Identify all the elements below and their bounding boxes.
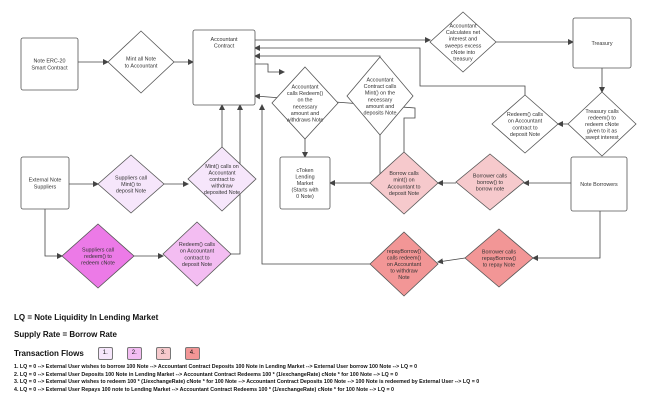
flow-1-swatch: 1. [97, 347, 113, 360]
edge-repay-withdraw-to-accountant [259, 104, 370, 265]
node-label: Treasury [591, 41, 612, 47]
edge-borrowers-to-borrower-repay [532, 211, 601, 261]
node-shape [271, 66, 339, 140]
node-shape [107, 30, 175, 94]
legend-supply-rate: Supply Rate = Borrow Rate [14, 330, 117, 339]
flow-4-swatch: 4. [184, 347, 200, 360]
node-shape [192, 29, 256, 106]
node-shape [20, 156, 70, 210]
node-note-borrowers: Note Borrowers [570, 156, 628, 212]
node-shape [369, 231, 439, 297]
node-shape [20, 37, 79, 91]
edge-deposit-to-accountant [254, 45, 526, 95]
flow-2-text: 2. LQ = 0 --> External User Deposits 100… [14, 371, 398, 378]
flow-1-text: 1. LQ = 0 --> External User wishes to bo… [14, 364, 418, 370]
legend-transaction-flows-title: Transaction Flows [14, 349, 84, 358]
node-repay-withdraw: repayBorrow()calls redeem()on Accountant… [369, 231, 439, 297]
flow-2-swatch: 2. [126, 347, 142, 360]
node-shape [279, 156, 331, 210]
legend-transaction-flows: Transaction Flows 1. 2. 3. 4. [14, 347, 200, 360]
legend-lq: LQ = Note Liquidity In Lending Market [14, 313, 159, 322]
node-shape [369, 151, 439, 215]
node-shape [572, 17, 632, 69]
node-treasury: Treasury [572, 17, 632, 69]
node-shape [464, 228, 534, 288]
node-shape [429, 11, 497, 73]
flow-3-swatch: 3. [155, 347, 171, 360]
node-shape [97, 154, 165, 214]
flow-3-text: 3. LQ = 0 --> External User wishes to re… [14, 379, 480, 386]
flow-4-text: 4. LQ = 0 --> External User Repays 100 n… [14, 386, 394, 393]
edge-redeem-calls-to-accountant [231, 104, 243, 255]
flow-descriptions: 1. LQ = 0 --> External User wishes to bo… [14, 364, 479, 394]
node-shape [570, 156, 628, 212]
node-shape [61, 223, 135, 289]
edge-acc-mint-to-ctoken [329, 135, 381, 186]
node-shape [567, 91, 637, 157]
edge-repay-to-repay-withdraw [437, 257, 466, 265]
node-shape [187, 146, 257, 212]
edge-acc-mint-to-accountant [254, 53, 381, 59]
connector-lines [44, 37, 605, 265]
node-shape [491, 94, 559, 154]
edge-external-to-suppliers-redeem [44, 209, 63, 259]
edge-accountant-to-acc-redeem [255, 63, 285, 75]
node-label: Note Borrowers [580, 182, 618, 188]
node-shape [346, 56, 414, 136]
node-label: repayBorrow()calls redeem()on Accountant… [387, 249, 422, 281]
node-shape [455, 153, 525, 211]
node-shape [162, 221, 232, 287]
